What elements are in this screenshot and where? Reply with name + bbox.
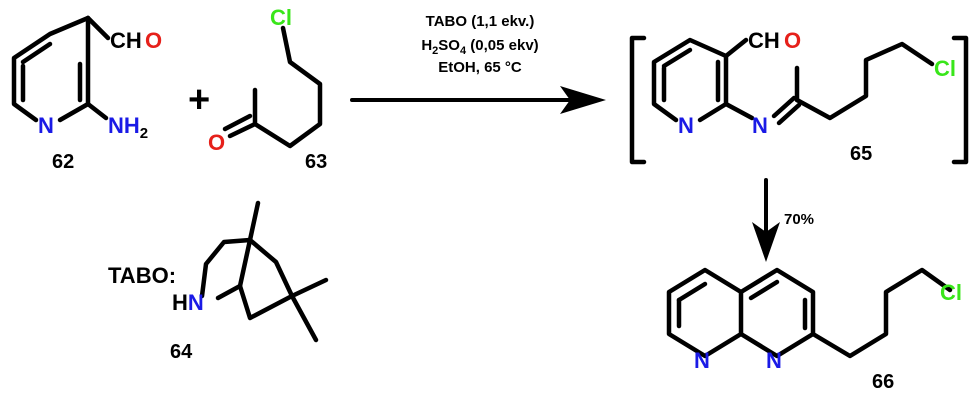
product-66: N N Cl 66 [666,267,962,393]
amine-n-label: NH [108,113,140,138]
nh-label: HN [172,290,204,315]
ring-n-label: N [678,113,694,138]
n2-label: N [766,348,782,373]
amine-label: NH2 [108,113,148,142]
tabo-label: TABO: [108,263,176,288]
reaction-arrow [350,86,606,114]
cl-label: Cl [940,280,962,305]
plus-sign: + [188,79,210,121]
compound-62: CH O N NH2 62 [11,15,162,173]
cl-label: Cl [270,5,292,30]
ketone-o-label: O [208,130,225,155]
compound-63: Cl O 63 [208,5,327,173]
compound-63-number: 63 [305,151,327,173]
aldehyde-o-label: O [784,28,801,53]
catalyst-64: TABO: HN 64 [108,200,329,363]
compound-64-number: 64 [170,341,193,363]
down-arrow [752,178,780,262]
ring-n-label: N [38,113,54,138]
condition-line-3: EtOH, 65 °C [438,59,522,76]
right-bracket [951,35,969,165]
compound-66-number: 66 [872,371,894,393]
aldehyde-ch-label: CH [748,28,780,53]
aldehyde-ch-label: CH [110,28,142,53]
imine-n-label: N [752,113,768,138]
condition-line-1: TABO (1,1 ekv.) [426,13,535,30]
reaction-conditions: TABO (1,1 ekv.) H2SO4 (0,05 ekv) EtOH, 6… [421,13,538,76]
compound-65-number: 65 [850,143,872,165]
compound-62-number: 62 [52,151,74,173]
cl-label: Cl [934,56,956,81]
n1-label: N [694,348,710,373]
aldehyde-o-label: O [145,28,162,53]
intermediate-65: CH O N N Cl 65 [651,28,956,165]
left-bracket [629,35,647,165]
amine-subscript: 2 [140,125,148,142]
condition-line-2: H2SO4 (0,05 ekv) [421,37,538,57]
yield-label: 70% [784,211,814,228]
